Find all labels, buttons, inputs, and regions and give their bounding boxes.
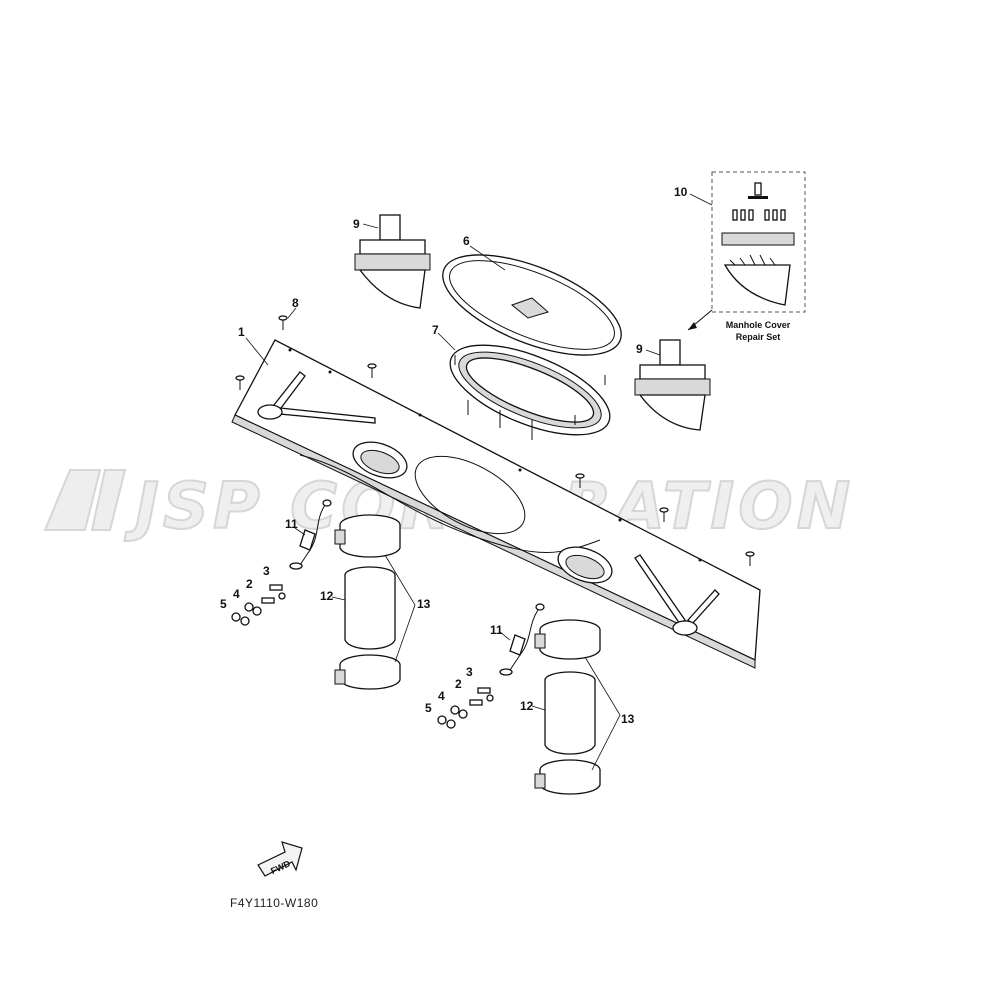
callout-11-left: 11 <box>285 517 298 531</box>
hose-assembly-left <box>289 499 401 690</box>
callout-12-right: 12 <box>520 699 534 713</box>
repair-set-label-2: Repair Set <box>736 332 781 342</box>
callout-13-right: 13 <box>621 712 635 726</box>
leader-lines <box>245 193 713 771</box>
manhole-frame <box>449 344 611 440</box>
drain-plug-right <box>634 339 711 431</box>
callout-2-right: 2 <box>455 677 462 691</box>
hardware-right <box>437 687 494 729</box>
callout-3-left: 3 <box>263 564 270 578</box>
callout-8: 8 <box>292 296 299 310</box>
callout-4-left: 4 <box>233 587 240 601</box>
callout-10: 10 <box>674 185 688 199</box>
repair-set-label-1: Manhole Cover <box>726 320 791 330</box>
diagram-code: F4Y1110-W180 <box>230 896 318 910</box>
fwd-arrow-icon: FWD <box>257 841 303 877</box>
callout-9-right: 9 <box>636 342 643 356</box>
callout-3-right: 3 <box>466 665 473 679</box>
deck-plate <box>231 339 761 669</box>
callout-6: 6 <box>463 234 470 248</box>
manhole-cover <box>442 254 622 356</box>
callout-5-left: 5 <box>220 597 227 611</box>
callout-4-right: 4 <box>438 689 445 703</box>
callout-12-left: 12 <box>320 589 334 603</box>
callout-2-left: 2 <box>246 577 253 591</box>
callout-13-left: 13 <box>417 597 431 611</box>
callout-1: 1 <box>238 325 245 339</box>
callout-11-right: 11 <box>490 623 503 637</box>
repair-set-box: Manhole Cover Repair Set <box>711 171 806 342</box>
hardware-left <box>231 584 286 626</box>
callout-7: 7 <box>432 323 439 337</box>
drain-plug-left <box>354 214 431 309</box>
hose-assembly-right <box>499 603 601 795</box>
deck-screws <box>235 315 755 566</box>
callouts: 1 2 2 3 3 4 4 5 5 6 7 8 9 9 10 11 11 12 … <box>220 185 688 726</box>
callout-9-left: 9 <box>353 217 360 231</box>
callout-5-right: 5 <box>425 701 432 715</box>
